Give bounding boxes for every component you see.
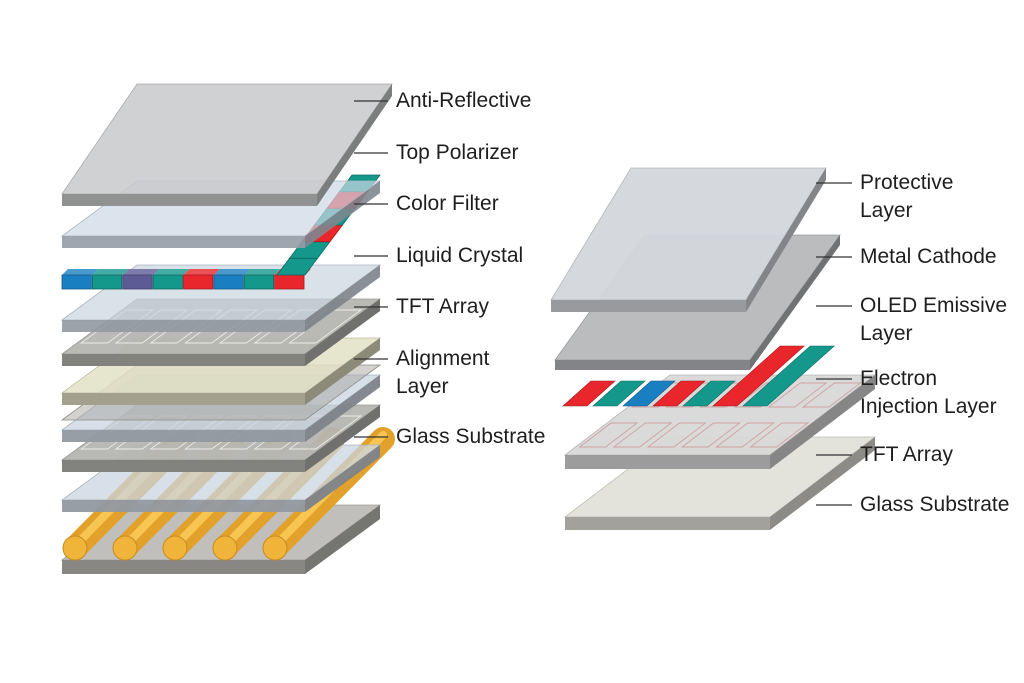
oled-metal-cathode-front xyxy=(555,360,750,370)
lcd-rod-end xyxy=(263,536,287,560)
lcd-tft-array-front xyxy=(62,354,305,366)
lcd-filter-cell xyxy=(244,275,273,289)
lcd-filter-cell xyxy=(123,275,152,289)
lcd-rod-end xyxy=(63,536,87,560)
lcd-anti-reflective-front xyxy=(62,194,317,206)
label-protective-line2: Layer xyxy=(860,197,913,225)
label-glass-substrate-lcd: Glass Substrate xyxy=(396,423,545,451)
label-alignment-line1: Alignment xyxy=(396,345,489,373)
lcd-rod-end xyxy=(113,536,137,560)
oled-glass-substrate-front xyxy=(565,517,770,530)
lcd-rod-end xyxy=(163,536,187,560)
lcd-stack xyxy=(62,84,392,574)
lcd-filter-cell xyxy=(184,275,213,289)
lcd-top-polarizer-front xyxy=(62,236,305,248)
lcd-filter-cell xyxy=(275,275,304,289)
lcd-rod-end xyxy=(213,536,237,560)
label-alignment-line2: Layer xyxy=(396,373,449,401)
lcd-glass-upper-front xyxy=(62,430,305,442)
label-anti-reflective: Anti-Reflective xyxy=(396,87,531,115)
oled-protective-layer-front xyxy=(551,300,746,312)
lcd-anti-reflective-top xyxy=(62,84,392,194)
lcd-filter-cell xyxy=(62,275,91,289)
lcd-tft-lower-front xyxy=(62,460,305,472)
oled-tft-array-front xyxy=(565,455,770,469)
label-oled-emissive-line1: OLED Emissive xyxy=(860,292,1007,320)
lcd-filter-cell-top xyxy=(92,269,128,275)
lcd-filter-cell-top xyxy=(214,269,250,275)
lcd-filter-cell xyxy=(92,275,121,289)
label-tft-array-oled: TFT Array xyxy=(860,441,953,469)
label-oled-emissive-line2: Layer xyxy=(860,320,913,348)
label-electron-injection-line1: Electron xyxy=(860,365,937,393)
lcd-filter-cell-top xyxy=(153,269,189,275)
label-top-polarizer: Top Polarizer xyxy=(396,139,519,167)
label-metal-cathode: Metal Cathode xyxy=(860,243,997,271)
lcd-filter-cell xyxy=(214,275,243,289)
oled-stack xyxy=(551,168,875,530)
lcd-glass-substrate-base-front xyxy=(62,560,305,574)
lcd-filter-cell-top xyxy=(184,269,220,275)
label-electron-injection-line2: Injection Layer xyxy=(860,393,997,421)
label-color-filter: Color Filter xyxy=(396,190,499,218)
lcd-diffuser-front xyxy=(62,500,305,512)
lcd-filter-cell-top xyxy=(244,269,280,275)
lcd-filter-cell-top xyxy=(62,269,98,275)
label-protective-line1: Protective xyxy=(860,169,953,197)
label-liquid-crystal: Liquid Crystal xyxy=(396,242,523,270)
lcd-liquid-crystal-front xyxy=(62,320,305,332)
lcd-filter-cell-top xyxy=(123,269,159,275)
lcd-alignment-front xyxy=(62,393,305,405)
lcd-filter-cell xyxy=(153,275,182,289)
label-glass-substrate-oled: Glass Substrate xyxy=(860,491,1009,519)
label-tft-array-lcd: TFT Array xyxy=(396,293,489,321)
